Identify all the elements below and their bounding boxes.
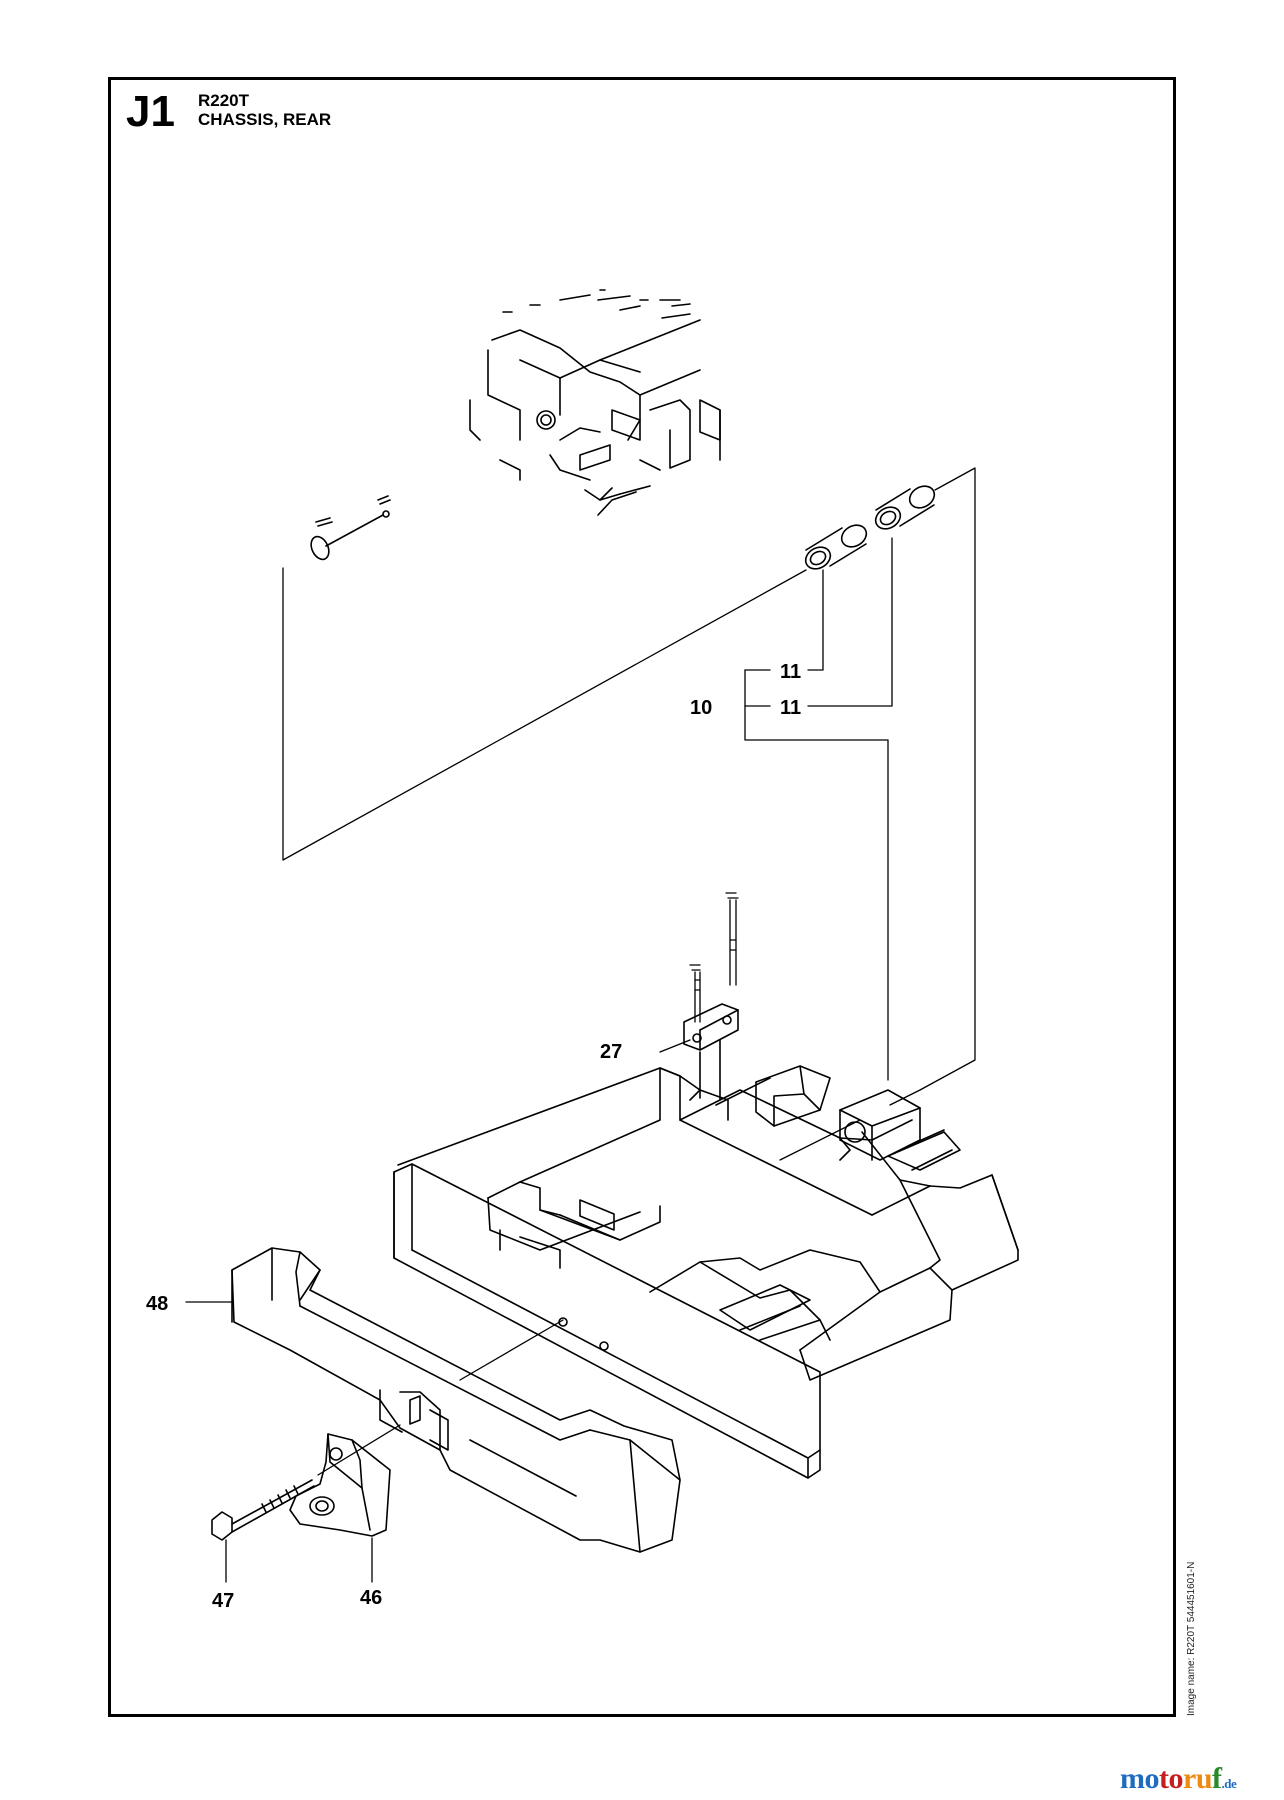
callout-47: 47: [212, 1590, 234, 1612]
section-code: J1: [126, 87, 175, 136]
leader-lines: [185, 1039, 691, 1583]
bolt-47: [211, 1479, 315, 1541]
mounting-bolts: [689, 892, 739, 1023]
model-name: R220T: [198, 91, 250, 110]
image-name-caption: Image name: R220T 544451601-N: [1186, 1561, 1197, 1716]
callout-11-upper: 11: [780, 661, 801, 683]
small-bushing-and-pin: [310, 495, 391, 561]
callout-27: 27: [600, 1041, 622, 1063]
page-title: CHASSIS, REAR: [198, 110, 332, 129]
sleeve-bushings: [804, 485, 936, 570]
brand-part: ru: [1183, 1762, 1213, 1795]
bumper-48: [231, 1247, 681, 1553]
bracket-27: [683, 1003, 739, 1101]
rear-chassis-frame: [397, 1065, 1019, 1381]
brand-part: f: [1212, 1762, 1222, 1795]
brand-tld: .de: [1221, 1776, 1237, 1791]
brand-part: mo: [1120, 1762, 1160, 1795]
brand-watermark: motoruf.de: [1120, 1762, 1237, 1796]
callout-10: 10: [690, 697, 712, 719]
callout-11-lower: 11: [780, 697, 801, 719]
tow-hitch-46: [289, 1433, 391, 1537]
callout-46: 46: [360, 1587, 382, 1609]
brand-part: to: [1159, 1762, 1184, 1795]
callout-48: 48: [146, 1293, 168, 1315]
drawing-frame: [108, 77, 1176, 1717]
upper-frame-assembly: [469, 289, 721, 516]
assembly-axis-lines: [282, 467, 976, 1476]
rear-crossbar: [393, 1163, 821, 1479]
